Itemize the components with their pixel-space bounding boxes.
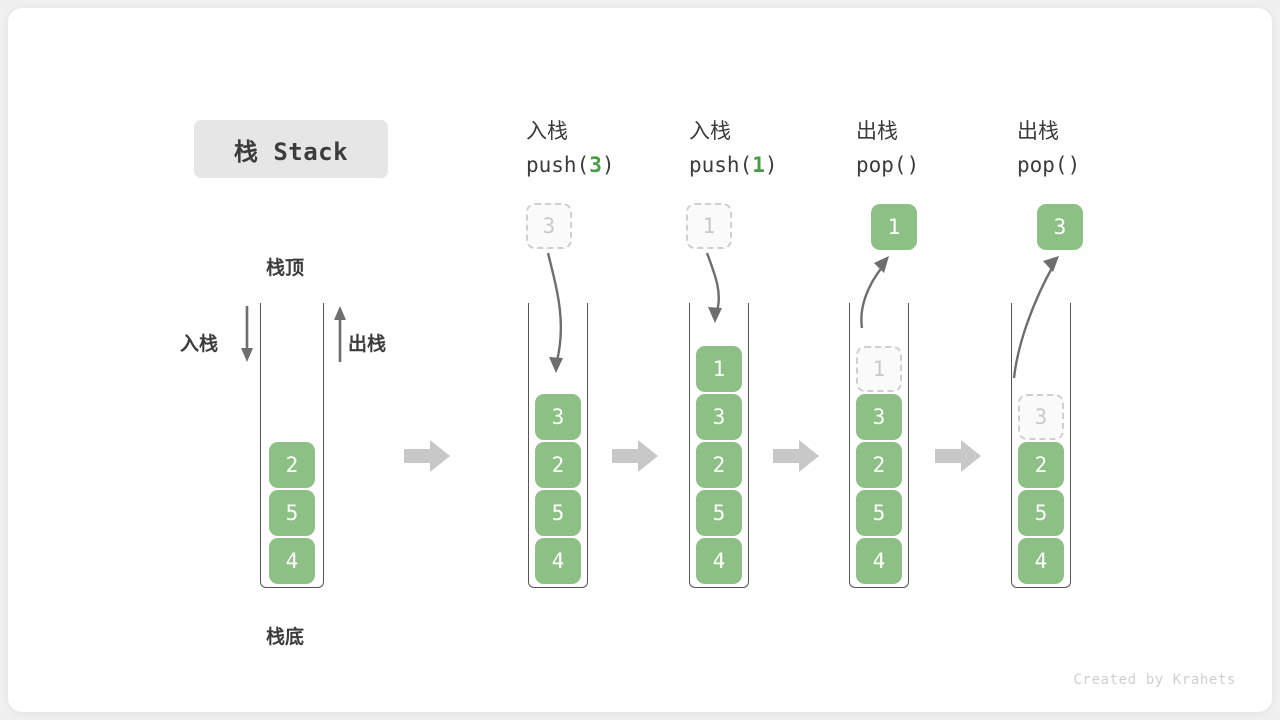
code-suffix: ) [906,153,920,177]
code-arg: 1 [752,153,765,177]
stack-container [528,303,588,588]
stack-cell: 5 [1018,490,1064,536]
stack-cell: 4 [696,538,742,584]
pop-direction-label: 出栈 [348,333,387,355]
incoming-element: 1 [686,203,732,249]
stack-cell: 2 [696,442,742,488]
stage-push-1: 4 5 2 3 1 [689,303,749,588]
stack-container [1011,303,1071,588]
stage-initial: 4 5 2 [260,303,324,588]
vacated-slot: 3 [1018,394,1064,440]
stack-cell: 2 [856,442,902,488]
code-suffix: ) [601,153,615,177]
stage-header-code: push(3) [526,148,615,182]
code-suffix: ) [764,153,778,177]
stack-cell: 2 [1018,442,1064,488]
stage-header-cn: 入栈 [526,119,568,143]
stack-cells: 4 5 2 3 1 [689,344,749,584]
code-prefix: pop( [856,153,907,177]
stack-cell: 4 [1018,538,1064,584]
stack-cell: 4 [269,538,315,584]
stack-cells: 4 5 2 [260,440,324,584]
pop-curve-arrow-icon [1012,256,1059,379]
stack-cell: 1 [696,346,742,392]
stage-header-cn: 入栈 [689,119,731,143]
stage-pop-1-header: 出栈 pop() [856,114,919,182]
stack-cells: 4 5 2 3 1 [849,344,909,584]
stage-push-3: 4 5 2 3 [528,303,588,588]
stage-header-code: push(1) [689,148,778,182]
stack-cell: 3 [696,394,742,440]
stack-container [849,303,909,588]
stack-cell: 3 [535,394,581,440]
flow-arrow-icon [404,440,450,472]
attribution-footer: Created by Krahets [1073,672,1236,688]
stack-cell: 4 [856,538,902,584]
code-prefix: push( [526,153,590,177]
push-curve-arrow-icon [546,252,563,373]
popped-element: 3 [1037,204,1083,250]
stack-top-label: 栈顶 [266,257,305,279]
code-suffix: ) [1067,153,1081,177]
code-prefix: push( [689,153,753,177]
stack-cell: 5 [269,490,315,536]
stack-container [689,303,749,588]
stack-cell: 4 [535,538,581,584]
stack-cell: 3 [856,394,902,440]
push-curve-arrow-icon [705,252,722,323]
incoming-element: 3 [526,203,572,249]
push-direction-arrow-icon [241,306,253,362]
stage-pop-2-header: 出栈 pop() [1017,114,1080,182]
stage-push-1-header: 入栈 push(1) [689,114,778,182]
popped-element: 1 [871,204,917,250]
stage-header-cn: 出栈 [856,119,898,143]
stage-pop-2: 4 5 2 3 [1011,303,1071,588]
flow-arrow-icon [773,440,819,472]
page-title: 栈 Stack [194,120,388,178]
code-prefix: pop( [1017,153,1068,177]
stage-push-3-header: 入栈 push(3) [526,114,615,182]
stack-cells: 4 5 2 3 [1011,392,1071,584]
stack-cell: 5 [535,490,581,536]
stage-header-cn: 出栈 [1017,119,1059,143]
stage-header-code: pop() [1017,148,1080,182]
flow-arrow-icon [935,440,981,472]
stack-cell: 5 [696,490,742,536]
stage-header-code: pop() [856,148,919,182]
stack-container [260,303,324,588]
push-direction-label: 入栈 [180,333,219,355]
code-arg: 3 [589,153,602,177]
stack-cell: 5 [856,490,902,536]
stack-cells: 4 5 2 3 [528,392,588,584]
stack-cell: 2 [269,442,315,488]
pop-curve-arrow-icon [860,256,889,329]
flow-arrow-icon [612,440,658,472]
diagram-canvas: 栈 Stack 4 5 2 栈顶 栈底 入栈 出栈 入栈 push(3) 3 [8,8,1272,712]
stack-bottom-label: 栈底 [266,626,305,648]
stack-cell: 2 [535,442,581,488]
vacated-slot: 1 [856,346,902,392]
pop-direction-arrow-icon [334,306,346,362]
stage-pop-1: 4 5 2 3 1 [849,303,909,588]
